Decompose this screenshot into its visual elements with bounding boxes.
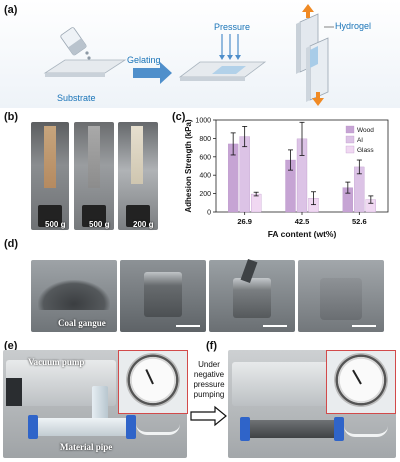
y-tick-label: 800 xyxy=(199,136,211,143)
adhesion-chart: 0 200 400 600 800 1000 26.9 42.5 52.6 FA content … xyxy=(184,118,389,239)
legend-swatch-wood xyxy=(345,125,355,134)
scale-bar-1 xyxy=(176,325,200,327)
sample-strip-3 xyxy=(131,126,143,184)
pull-up-arrow xyxy=(302,4,314,18)
legend-label-al: Al xyxy=(357,137,363,144)
vacuum-pump-body-f xyxy=(232,362,330,406)
vacuum-pump-front xyxy=(6,378,22,406)
filled-material-pipe xyxy=(246,420,338,438)
substrate-slab xyxy=(43,59,127,74)
y-tick-label: 1000 xyxy=(195,118,211,125)
gauge-dial-icon-f xyxy=(334,353,388,407)
y-tick-label: 200 xyxy=(199,191,211,198)
gelating-label: Gelating xyxy=(127,55,161,65)
panel-label-f: (f) xyxy=(206,340,217,352)
cured-block xyxy=(320,278,362,320)
coal-gangue-pile xyxy=(38,280,110,310)
container-2 xyxy=(233,278,271,318)
y-tick-label: 400 xyxy=(199,173,211,180)
hydrogel-layer xyxy=(310,46,318,68)
vertical-slab-bottom xyxy=(309,37,329,101)
scale-bar-2 xyxy=(263,325,287,327)
bar-glass xyxy=(251,193,262,213)
y-axis-label: Adhesion Strength (kPa) xyxy=(184,119,193,213)
process-arrow-icon xyxy=(190,405,227,427)
pipe-cap-left xyxy=(28,415,38,439)
material-pipe-label: Material pipe xyxy=(60,442,113,452)
y-tick-label: 0 xyxy=(207,210,211,217)
panel-label-d: (d) xyxy=(4,238,19,250)
arrow-text-line-3: pressure xyxy=(193,380,225,389)
pipe-cap-right xyxy=(126,415,136,439)
hydrogel-patch xyxy=(212,66,246,74)
weight-block-1 xyxy=(38,205,62,227)
weight-block-3 xyxy=(126,205,150,227)
weight-label-1: 500 g xyxy=(45,220,66,229)
x-tick-label: 52.6 xyxy=(352,217,367,226)
legend-label-glass: Glass xyxy=(357,147,374,154)
pipe-cap-left-f xyxy=(240,417,250,441)
legend-swatch-al xyxy=(345,135,355,144)
gelating-arrow xyxy=(133,62,172,84)
hose-f xyxy=(344,426,388,437)
x-tick-label: 26.9 xyxy=(237,217,252,226)
weight-block-2 xyxy=(82,205,106,227)
sample-strip-2 xyxy=(88,126,100,188)
hydrogel-label: Hydrogel xyxy=(335,21,372,31)
x-axis-label: FA content (wt%) xyxy=(268,229,337,239)
weight-label-2: 500 g xyxy=(89,220,110,229)
material-pipe xyxy=(34,418,130,436)
weight-label-3: 200 g xyxy=(133,220,154,229)
container-1 xyxy=(144,272,182,317)
arrow-text-line-2: negative xyxy=(193,370,225,379)
hose xyxy=(136,424,180,435)
arrow-text-line-4: pumping xyxy=(193,390,225,399)
vacuum-pump-label: Vacuum pump xyxy=(28,357,85,367)
pull-down-arrow xyxy=(312,92,324,106)
y-tick-label: 600 xyxy=(199,154,211,161)
pressure-label: Pressure xyxy=(214,22,251,32)
pump-flask xyxy=(92,386,108,420)
vial-icon xyxy=(60,27,87,56)
scale-bar-3 xyxy=(352,325,376,327)
panel-label-b: (b) xyxy=(4,111,19,123)
panel-label-a: (a) xyxy=(4,4,18,16)
arrow-text-line-1: Under xyxy=(198,360,220,369)
process-arrow-text: Under negative pressure pumping xyxy=(189,360,229,400)
pipe-cap-right-f xyxy=(334,417,344,441)
gauge-dial-icon xyxy=(126,353,180,407)
legend-label-wood: Wood xyxy=(357,127,374,134)
coal-gangue-label: Coal gangue xyxy=(58,318,106,328)
substrate-label: Substrate xyxy=(57,93,96,103)
legend-swatch-glass xyxy=(345,145,355,154)
panel-a-schematic xyxy=(43,4,334,106)
x-tick-label: 42.5 xyxy=(295,217,310,226)
bar-al xyxy=(239,136,250,213)
sample-strip-1 xyxy=(44,126,56,188)
panel-label-c: (c) xyxy=(172,111,186,123)
panel-label-e: (e) xyxy=(4,340,18,352)
